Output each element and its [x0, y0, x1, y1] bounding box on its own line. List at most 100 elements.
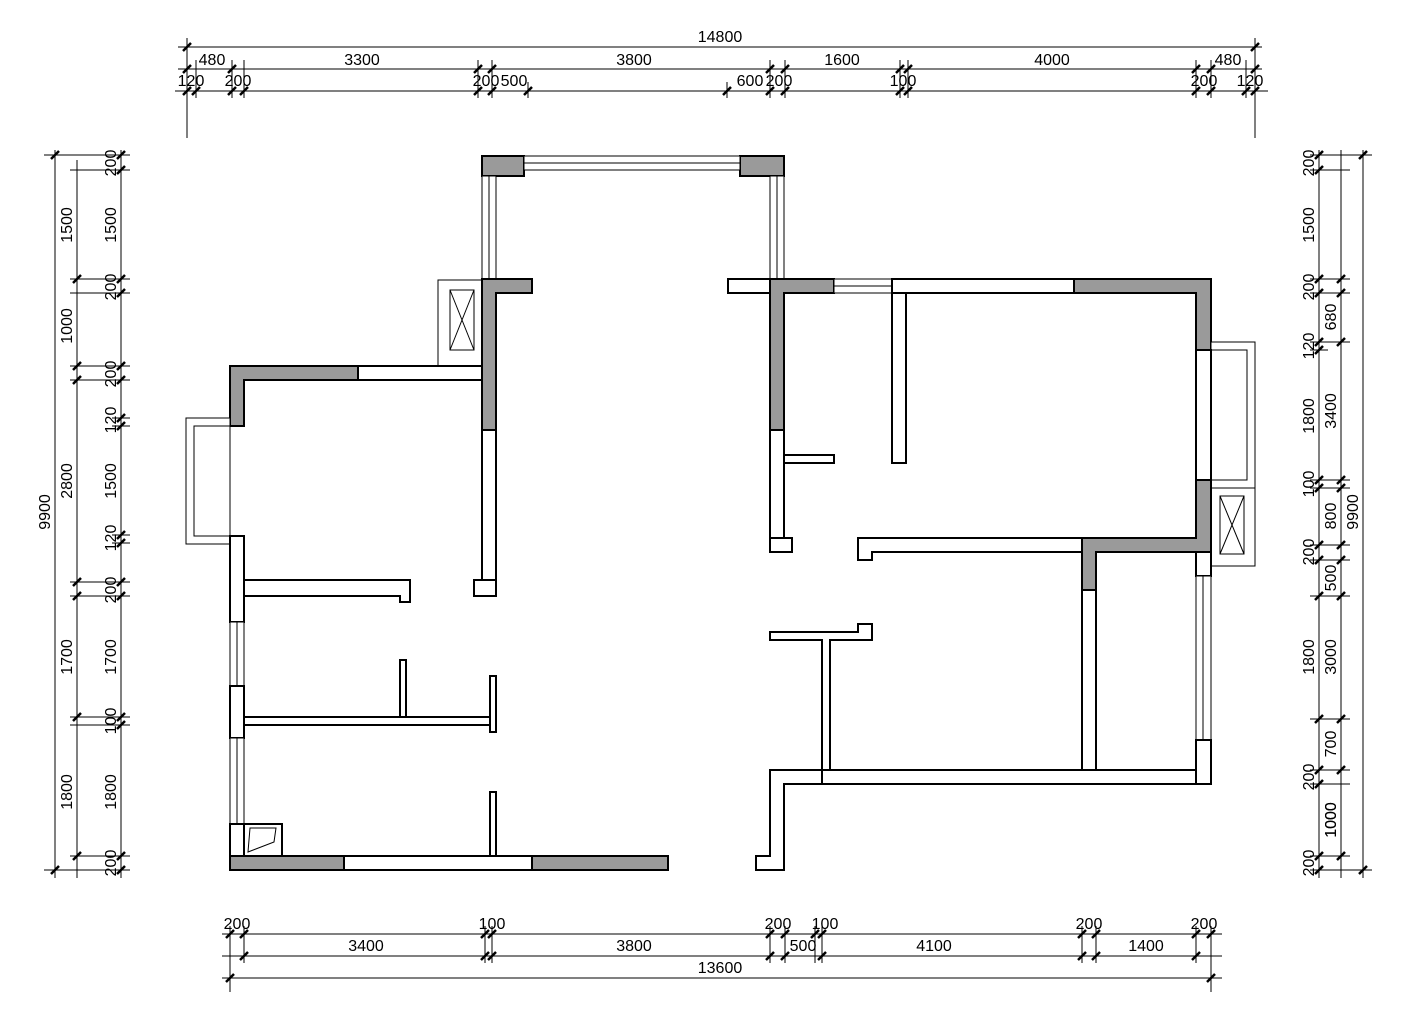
dim-left-outer-0: 1500 [59, 207, 76, 243]
dim-right-inner-1: 1500 [1301, 207, 1318, 243]
toilet-fixture-bowl [247, 827, 277, 853]
dim-right-inner-2: 200 [1301, 274, 1318, 301]
dim-top-r1-0: 480 [199, 52, 226, 69]
dim-right-inner-10: 1800 [1301, 639, 1318, 675]
dim-left-inner-5: 1500 [103, 463, 120, 499]
dim-left-inner-9: 100 [103, 708, 120, 735]
left-exterior-wall-a [229, 535, 245, 623]
right-core-stub [727, 278, 771, 294]
floor-plan [185, 155, 1256, 871]
dim-right-inner-7: 800 [1323, 503, 1340, 530]
dim-right-outer-1: 3000 [1323, 639, 1340, 675]
left-partition-stub [399, 659, 407, 718]
dim-left-inner-0: 200 [103, 150, 120, 177]
dim-top-r1-4: 4000 [1034, 52, 1070, 69]
left-partition-b [243, 716, 491, 726]
left-core-wall-foot [473, 579, 497, 597]
dim-right-inner-4: 120 [1301, 333, 1318, 360]
bottom-dimension-labels: 200 100 200 100 200 200 3400 3800 500 41… [224, 916, 1218, 977]
right-bottom-wall [821, 769, 1197, 785]
dim-bottom-r1-3: 100 [812, 916, 839, 933]
dim-top-r2-1: 200 [225, 73, 252, 90]
bottom-left-wall [343, 855, 533, 871]
right-exterior-wall-b [1195, 551, 1212, 577]
dim-right-outer-0: 3400 [1323, 393, 1340, 429]
left-dimension-labels: 9900 1500 1000 2800 1700 1800 200 1500 2… [37, 150, 120, 877]
dim-left-inner-2: 200 [103, 274, 120, 301]
dim-left-inner-7: 200 [103, 577, 120, 604]
dim-left-outer-1: 1000 [59, 308, 76, 344]
dim-top-r1-2: 3800 [616, 52, 652, 69]
dim-bottom-r2-3: 4100 [916, 938, 952, 955]
left-exterior-wall-c [229, 823, 245, 857]
right-exterior-wall-a [1195, 349, 1212, 481]
right-mid-wall [857, 537, 1083, 561]
top-dimension-lines [175, 38, 1268, 138]
left-partition-door-jamb [489, 675, 497, 733]
dim-top-r2-7: 200 [1191, 73, 1218, 90]
right-core-column [769, 278, 835, 431]
right-core-partition [783, 454, 835, 464]
right-lower-partition [769, 623, 873, 771]
right-core-foot [769, 537, 793, 553]
top-dimension-labels: 14800 480 3300 3800 1600 4000 480 120 20… [178, 29, 1264, 90]
right-dimension-lines [1310, 150, 1372, 878]
right-inner-wall [891, 292, 907, 464]
right-bay-window-inner [1210, 349, 1248, 481]
dim-right-inner-6: 100 [1301, 471, 1318, 498]
dim-right-inner-9: 500 [1323, 565, 1340, 592]
dim-top-r2-4: 600 [737, 73, 764, 90]
right-core-wall [769, 429, 785, 553]
right-top-corner-column [1073, 278, 1212, 351]
dim-left-outer-2: 2800 [59, 463, 76, 499]
right-mid-column [1081, 479, 1212, 591]
dim-left-inner-11: 200 [103, 850, 120, 877]
dim-top-r2-0: 120 [178, 73, 205, 90]
dim-right-total: 9900 [1345, 494, 1362, 530]
dim-left-inner-3: 200 [103, 361, 120, 388]
dim-right-inner-11: 200 [1301, 764, 1318, 791]
dim-bottom-r1-4: 200 [1076, 916, 1103, 933]
dim-top-r1-1: 3300 [344, 52, 380, 69]
bottom-dimension-lines [222, 926, 1222, 992]
dim-top-r2-2: 200 [473, 73, 500, 90]
dim-top-r2-6: 100 [890, 73, 917, 90]
dim-left-outer-3: 1700 [59, 639, 76, 675]
left-exterior-wall-b [229, 685, 245, 739]
right-partition-lower [1081, 589, 1097, 771]
left-bay-window-inner [193, 425, 231, 537]
dim-top-r2-5: 200 [766, 73, 793, 90]
dim-top-r1-3: 1600 [824, 52, 860, 69]
left-core-column [481, 278, 533, 431]
north-bay-column-left [481, 155, 525, 177]
left-dimension-lines [44, 150, 130, 878]
dim-bottom-r2-4: 1400 [1128, 938, 1164, 955]
dim-right-inner-8: 200 [1301, 539, 1318, 566]
dim-bottom-r1-2: 200 [765, 916, 792, 933]
dim-bottom-r2-0: 3400 [348, 938, 384, 955]
left-partition-lower [489, 791, 497, 857]
left-bedroom-top-wall [357, 365, 483, 381]
dim-top-r1-5: 480 [1215, 52, 1242, 69]
dim-bottom-r2-2: 500 [790, 938, 817, 955]
right-bottom-left-wall [755, 769, 823, 871]
left-core-wall [481, 429, 497, 597]
dim-top-r2-8: 120 [1237, 73, 1264, 90]
dim-right-inner-0: 200 [1301, 150, 1318, 177]
right-exterior-wall-c [1195, 739, 1212, 785]
right-dimension-labels: 200 1500 200 680 120 1800 100 800 200 50… [1301, 150, 1362, 877]
dim-right-inner-5: 1800 [1301, 398, 1318, 434]
dim-bottom-total: 13600 [698, 960, 743, 977]
dim-left-inner-6: 120 [103, 525, 120, 552]
dim-left-inner-8: 1700 [103, 639, 120, 675]
dim-bottom-r2-1: 3800 [616, 938, 652, 955]
dim-left-inner-4: 120 [103, 407, 120, 434]
bottom-left-column [229, 855, 345, 871]
right-top-wall [891, 278, 1075, 294]
dim-right-inner-3: 680 [1323, 304, 1340, 331]
dim-left-inner-10: 1800 [103, 774, 120, 810]
dim-top-total: 14800 [698, 29, 743, 46]
dim-bottom-r1-5: 200 [1191, 916, 1218, 933]
dim-right-inner-13: 200 [1301, 850, 1318, 877]
